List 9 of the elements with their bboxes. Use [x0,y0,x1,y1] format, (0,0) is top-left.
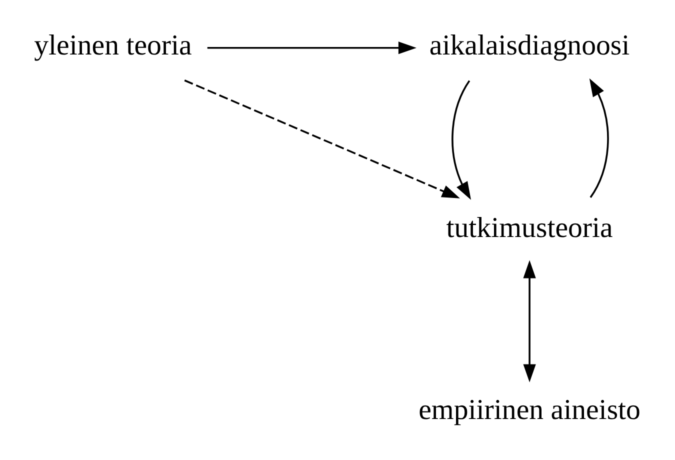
arrow [452,80,472,200]
node-text: yleinen teoria [34,30,192,62]
node-text: empiirinen aineisto [418,394,640,426]
node-text: aikalaisdiagnoosi [429,30,630,62]
arrow [207,42,416,54]
arrow [589,78,609,198]
arrow [523,260,536,382]
node-text: tutkimusteoria [446,212,613,244]
arrow [184,80,460,198]
